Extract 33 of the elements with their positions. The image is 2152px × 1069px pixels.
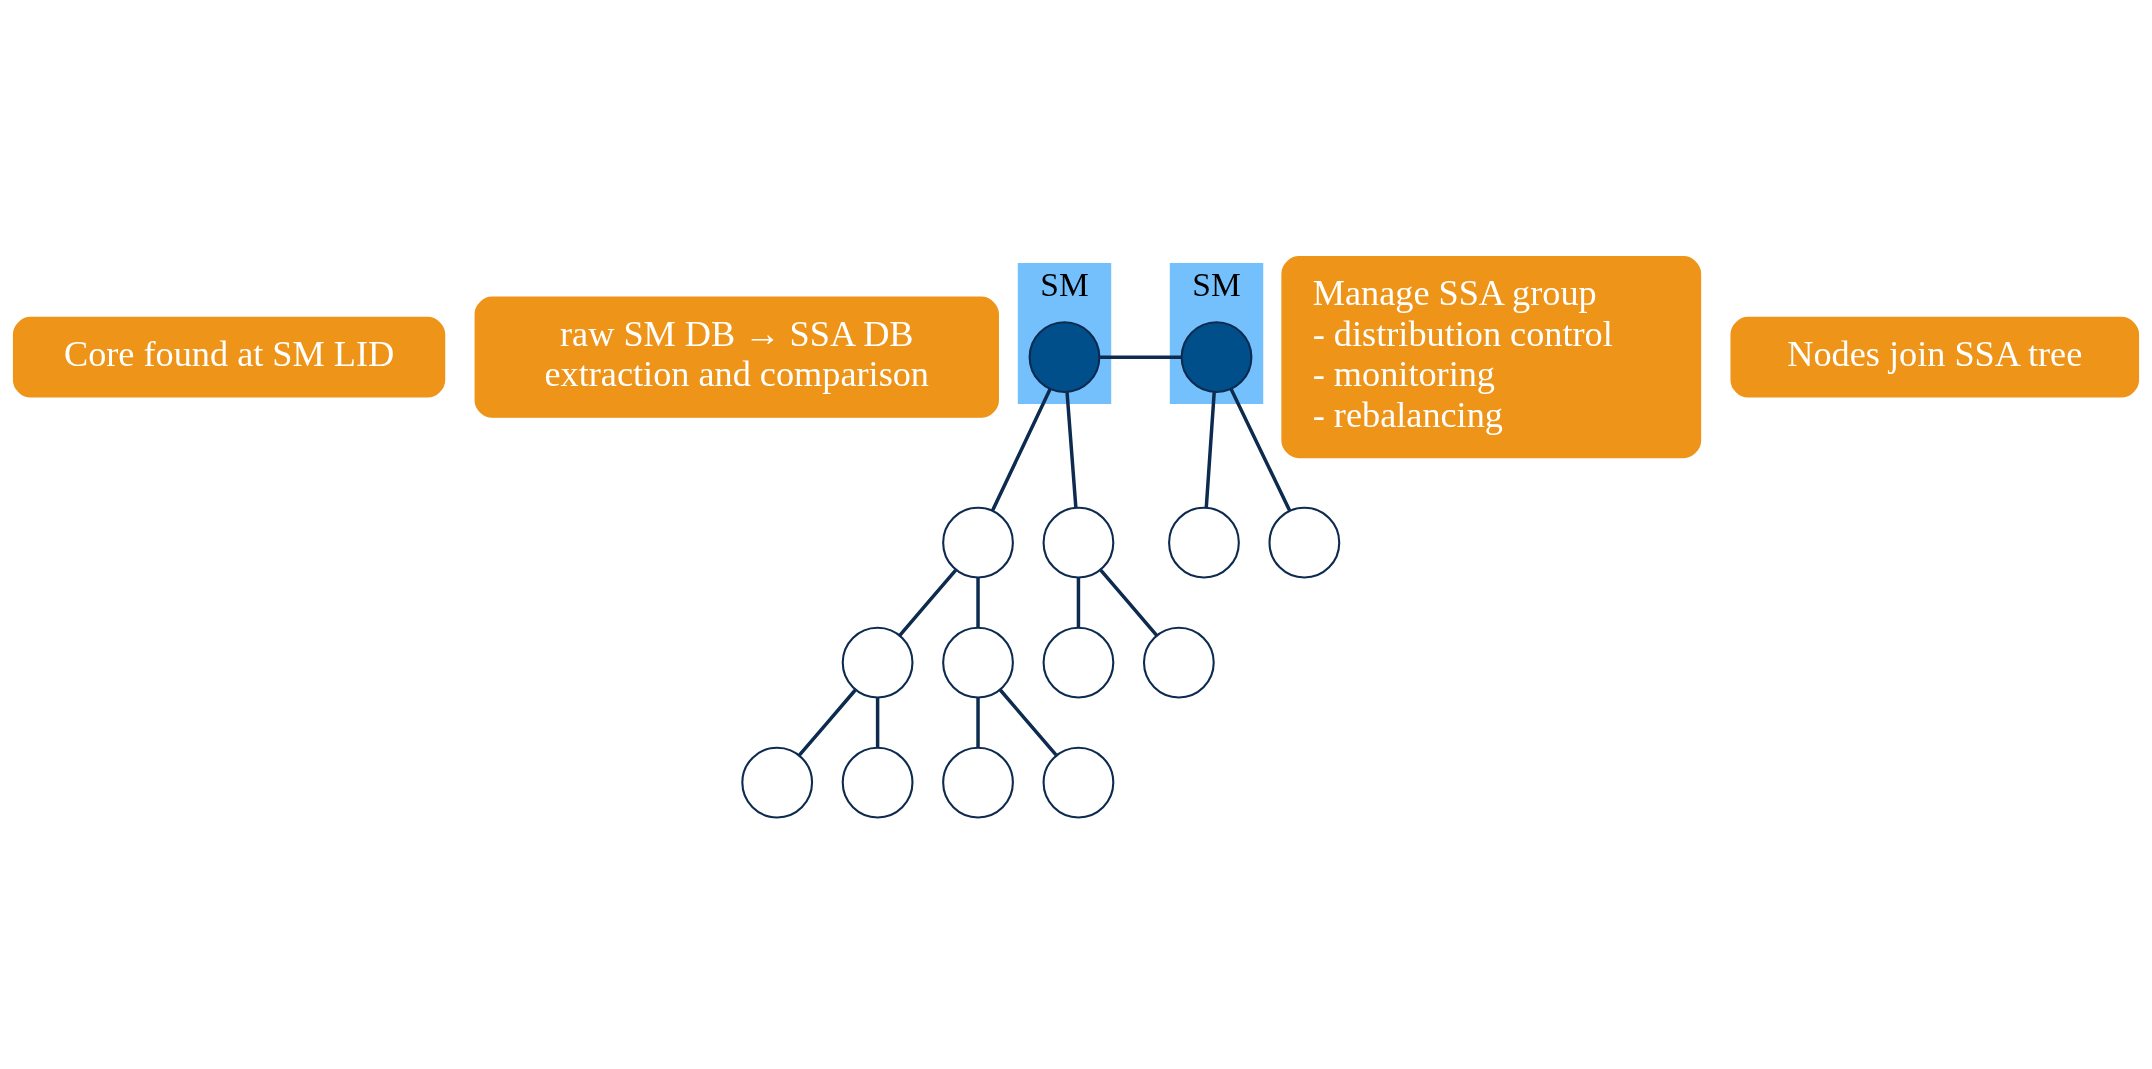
node-box: raw SM DB → SSA DB extraction and comparison (474, 296, 999, 418)
connector (1099, 568, 1158, 636)
node-circle (1028, 320, 1101, 393)
node-circle (942, 626, 1014, 699)
node-circle (1042, 746, 1115, 818)
connector (798, 688, 857, 756)
node-circle (1168, 506, 1240, 579)
node-circle (1042, 506, 1115, 579)
node-circle (841, 626, 914, 699)
connector (1204, 391, 1216, 507)
connector (999, 688, 1058, 756)
node-circle (1142, 626, 1215, 699)
node-circle (841, 746, 914, 818)
node-circle (942, 506, 1014, 579)
connector (990, 387, 1052, 511)
node-box: Manage SSA group - distribution control - monitoring - rebalancing (1281, 255, 1702, 458)
connector (875, 697, 880, 747)
node-circle (942, 746, 1014, 818)
connector (976, 697, 980, 747)
connector (976, 577, 980, 627)
connector (1229, 387, 1292, 511)
node-circle (1268, 506, 1341, 579)
node-box: Core found at SM LID (12, 316, 446, 398)
cluster: SM (1017, 262, 1112, 404)
connector (1076, 577, 1081, 627)
node-circle (1180, 320, 1253, 393)
connector (898, 568, 958, 636)
connector (1065, 391, 1078, 507)
connector (1099, 354, 1182, 359)
node-circle (1042, 626, 1115, 699)
node-circle (741, 746, 814, 818)
cluster: SM (1169, 262, 1264, 404)
node-box: Nodes join SSA tree (1730, 316, 2140, 398)
